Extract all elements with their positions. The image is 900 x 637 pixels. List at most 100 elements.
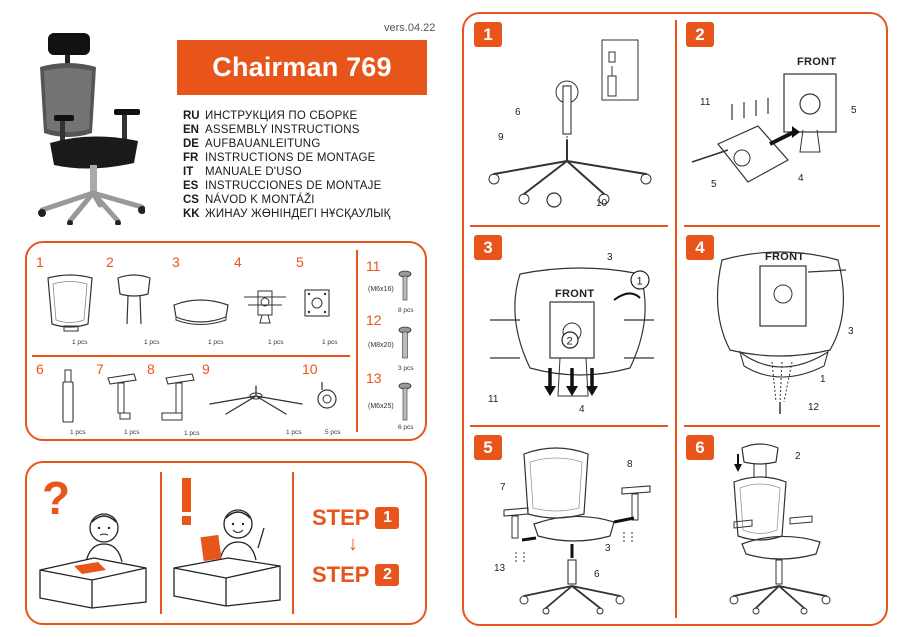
step-1-label: 10: [596, 198, 608, 209]
step-5-label: 6: [594, 569, 600, 580]
part-quantity: 1 pcs: [124, 429, 140, 436]
step-2-label: 4: [798, 173, 804, 184]
part-quantity: 1 pcs: [144, 339, 160, 346]
language-text: INSTRUCTIONS DE MONTAGE: [205, 152, 376, 164]
step-2-badge: 2: [686, 22, 714, 47]
language-code: RU: [183, 110, 200, 122]
part-backrest-drawing: [47, 274, 93, 332]
part-quantity: 5 pcs: [325, 429, 341, 436]
step-2-label: 5: [711, 179, 717, 190]
part-number: 9: [202, 361, 210, 377]
step-3-illustration: 1 2: [490, 267, 654, 397]
language-row: EN ASSEMBLY INSTRUCTIONS: [183, 123, 391, 137]
part-number: 7: [96, 361, 104, 377]
svg-text:?: ?: [42, 472, 70, 524]
step-2-label: 11: [700, 97, 711, 108]
screw-m8x20-icon: [398, 326, 412, 359]
step-1-badge: 1: [474, 22, 502, 47]
steps-divider-h1: [470, 225, 668, 227]
part-number: 3: [172, 254, 180, 270]
language-row: CS NÁVOD K MONTÁŽI: [183, 193, 391, 207]
part-seat-drawing: [173, 299, 229, 325]
screw-number: 11: [366, 258, 381, 274]
part-number: 10: [302, 361, 318, 377]
version-label: vers.04.22: [384, 22, 436, 34]
step-6-illustration: [729, 443, 831, 615]
screw-size: (M6x16): [368, 286, 394, 293]
parts-panel: [25, 241, 427, 441]
screw-quantity: 3 pcs: [398, 365, 414, 372]
screw-size: (M6x25): [368, 403, 394, 410]
screw-m6x25-icon: [398, 382, 412, 421]
step-word: STEP: [312, 562, 370, 587]
step-1-label: 6: [515, 107, 521, 118]
screw-number: 12: [366, 312, 382, 328]
part-caster-drawing: [317, 382, 337, 409]
step-4-label: 1: [820, 374, 826, 385]
product-title: Chairman 769: [212, 52, 392, 82]
help-divider-1: [160, 472, 162, 614]
down-arrow-icon: ↓: [348, 533, 358, 555]
part-number: 1: [36, 254, 44, 270]
screw-m6x16-icon: [398, 270, 412, 301]
part-base-drawing: [209, 385, 303, 415]
part-number: 8: [147, 361, 155, 377]
steps-divider-vertical: [675, 20, 677, 618]
step-5-illustration: [503, 447, 651, 615]
part-quantity: 1 pcs: [184, 430, 200, 437]
step-order-first: STEP 1: [312, 505, 400, 531]
screw-number: 13: [366, 370, 382, 386]
part-quantity: 1 pcs: [268, 339, 284, 346]
title-banner: Chairman 769: [177, 40, 427, 95]
help-divider-2: [292, 472, 294, 614]
step-4-badge: 4: [686, 235, 714, 260]
part-quantity: 1 pcs: [72, 339, 88, 346]
step-4-label: 12: [808, 402, 820, 413]
part-number: 5: [296, 254, 304, 270]
step-4-front-label: FRONT: [765, 251, 805, 263]
part-mechanism-drawing: [244, 290, 286, 324]
part-quantity: 1 pcs: [286, 429, 302, 436]
language-text: INSTRUCCIONES DE MONTAJE: [205, 180, 382, 192]
step-3-label: 11: [488, 394, 499, 405]
part-number: 4: [234, 254, 242, 270]
step-2-label: 5: [851, 105, 857, 116]
language-code: FR: [183, 152, 199, 164]
step-3-label: 3: [607, 252, 613, 263]
language-code: CS: [183, 194, 199, 206]
step-4-illustration: [716, 251, 847, 414]
language-text: NÁVOD K MONTÁŽI: [205, 194, 315, 206]
step-5-label: 3: [605, 543, 611, 554]
part-quantity: 1 pcs: [70, 429, 86, 436]
step-5-label: 13: [494, 563, 506, 574]
step-5-label: 8: [627, 459, 633, 470]
svg-text:2: 2: [567, 336, 573, 348]
step-number-box: 2: [375, 564, 400, 586]
steps-divider-h2b: [684, 425, 880, 427]
step-6-badge: 6: [686, 435, 714, 460]
part-headrest-drawing: [117, 274, 151, 325]
part-armrest-left-drawing: [107, 373, 137, 420]
step-5-label: 7: [500, 482, 506, 493]
part-gaslift-drawing: [62, 369, 74, 423]
language-code: EN: [183, 124, 199, 136]
step-word: STEP: [312, 505, 370, 530]
confused-person-illustration: ?: [39, 472, 147, 609]
chair-product-image: [38, 33, 145, 225]
language-code: DE: [183, 138, 199, 150]
step-6-label: 2: [795, 451, 801, 462]
parts-divider-horizontal: [32, 355, 350, 357]
svg-text:1: 1: [637, 276, 643, 288]
language-row: FR INSTRUCTIONS DE MONTAGE: [183, 151, 391, 165]
part-number: 6: [36, 361, 44, 377]
part-plate-drawing: [304, 289, 330, 317]
language-code: IT: [183, 166, 194, 178]
step-number-box: 1: [375, 507, 400, 529]
language-text: ASSEMBLY INSTRUCTIONS: [205, 124, 360, 136]
